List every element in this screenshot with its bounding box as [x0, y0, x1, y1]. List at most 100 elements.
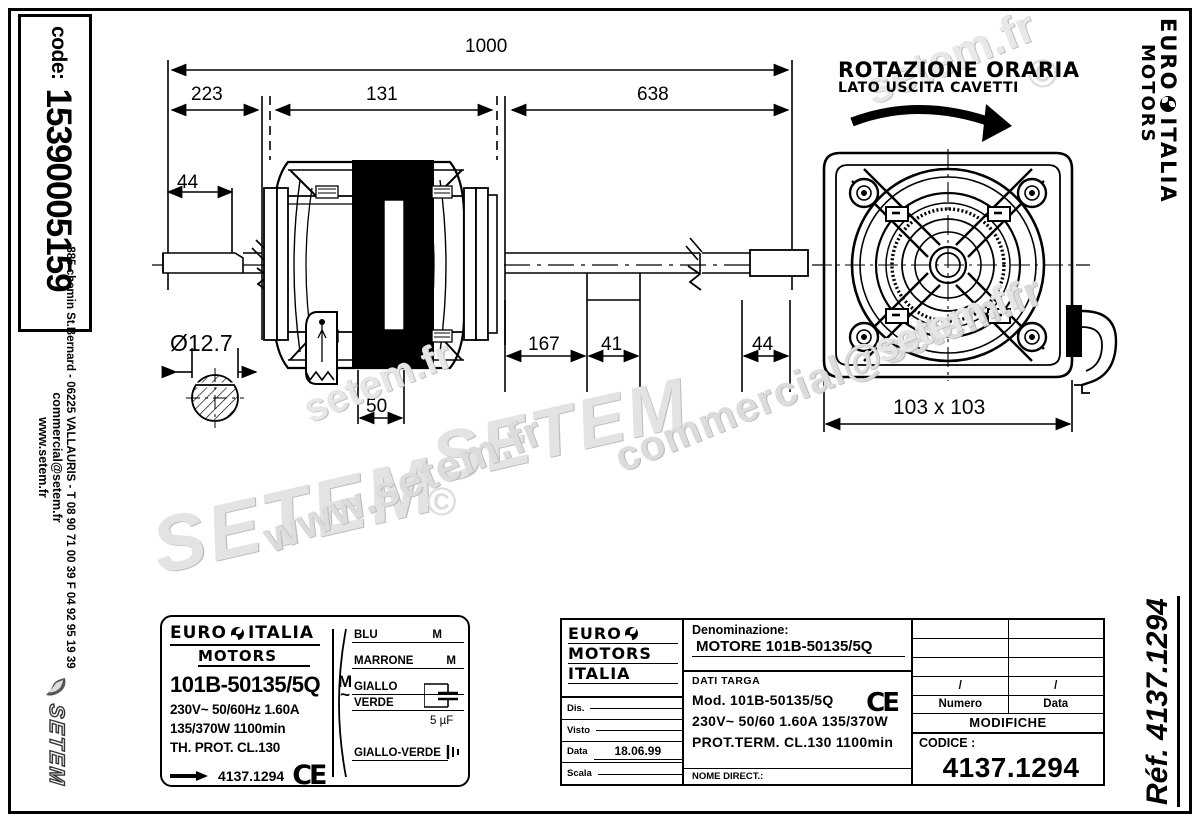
setem-wordmark: SETEM: [44, 702, 68, 788]
capacitor-value: 5 µF: [430, 715, 454, 727]
earth-icon: [446, 745, 459, 759]
nameplate-logo-row1: EURO ITALIA: [170, 623, 320, 646]
title-block-fields: Dis. Visto Data 18.06.99 Scala: [562, 698, 682, 784]
nameplate-left: EURO ITALIA MOTORS 101B-50135/5Q 230V~ 5…: [170, 623, 340, 787]
bird-icon: [46, 677, 66, 696]
field-value[interactable]: 18.06.99: [593, 744, 682, 760]
column-header-numero: Numero: [913, 695, 1009, 713]
fan-icon: [624, 627, 638, 641]
field-label: Visto: [567, 724, 591, 736]
vendor-website: www.setem.fr: [36, 417, 50, 498]
field-visto: Visto: [562, 720, 682, 742]
field-value[interactable]: [590, 707, 682, 710]
field-value[interactable]: [596, 729, 682, 732]
denominazione-value: MOTORE 101B-50135/5Q: [692, 638, 905, 657]
mod-numero: [913, 638, 1009, 657]
capacitor-icon: [424, 683, 458, 708]
ce-mark-icon: CE: [292, 760, 327, 787]
dim-638: 638: [637, 84, 669, 105]
title-block-logo: EURO MOTORS ITALIA: [562, 620, 682, 698]
mod-numero: [913, 620, 1009, 638]
sheet-border: [8, 8, 1192, 814]
mod-numero: /: [913, 676, 1009, 695]
logo-euro: EURO: [1156, 18, 1181, 92]
dim-167: 167: [528, 334, 560, 355]
wire-name: VERDE: [354, 697, 394, 709]
nameplate-model: 101B-50135/5Q: [170, 672, 321, 697]
title-block-logo-column: EURO MOTORS ITALIA Dis. Visto Data 18.06…: [562, 620, 684, 784]
dim-131: 131: [366, 84, 398, 105]
dati-targa-label: DATI TARGA: [692, 675, 761, 687]
dim-50: 50: [366, 396, 388, 417]
field-data: Data 18.06.99: [562, 742, 682, 764]
wiring-diagram: BLU M MARRONE M GIALLO VERDE: [352, 625, 464, 780]
nameplate-power: 135/370W 1100min: [170, 721, 286, 736]
field-value[interactable]: [597, 773, 682, 775]
modifiche-rows: / /: [913, 620, 1103, 696]
motor-nameplate: EURO ITALIA MOTORS 101B-50135/5Q 230V~ 5…: [160, 615, 470, 787]
tb-logo-euro: EURO: [568, 624, 622, 643]
code-box: code: 15390005159: [18, 14, 92, 332]
field-label: Dis.: [567, 702, 585, 714]
field-label: Scala: [567, 768, 592, 780]
tb-logo-italia: ITALIA: [568, 664, 678, 684]
codice-label: CODICE :: [919, 736, 976, 750]
table-row: [913, 657, 1104, 677]
wire-row: MARRONE M: [352, 655, 464, 669]
dim-overall: 1000: [465, 36, 508, 57]
vendor-email: commercial@setem.fr: [50, 392, 64, 523]
wire-name: GIALLO: [354, 681, 398, 693]
rotation-note: ROTAZIONE ORARIA LATO USCITA CAVETTI: [838, 58, 1080, 96]
wire-row: GIALLO: [352, 681, 464, 695]
codice-value: 4137.1294: [942, 752, 1080, 783]
wire-row: VERDE: [352, 697, 464, 711]
dim-44-right: 44: [752, 334, 774, 355]
field-dis: Dis.: [562, 698, 682, 720]
title-block-main: Denominazione: MOTORE 101B-50135/5Q DATI…: [684, 620, 913, 784]
dim-shaft-diameter: Ø12.7: [170, 330, 233, 356]
nameplate-electrical: 230V~ 50/60Hz 1.60A: [170, 702, 300, 717]
table-row: [913, 620, 1103, 639]
reference-number-block: Réf. 4137.1294: [1130, 545, 1190, 807]
mod-data: [1009, 620, 1104, 638]
tb-logo-euro-row: EURO: [568, 624, 678, 644]
dati-targa-section: DATI TARGA Mod. 101B-50135/5Q 230V~ 50/6…: [684, 672, 911, 768]
table-row: [913, 638, 1104, 658]
nameplate-protection: TH. PROT. CL.130: [170, 740, 281, 755]
field-scala: Scala: [562, 763, 682, 784]
title-block: EURO MOTORS ITALIA Dis. Visto Data 18.06…: [560, 618, 1105, 786]
mod-data: [1009, 639, 1104, 657]
tb-logo-motors: MOTORS: [568, 644, 678, 664]
denominazione-section: Denominazione: MOTORE 101B-50135/5Q: [684, 620, 911, 672]
mod-data: [1009, 658, 1104, 676]
denominazione-label: Denominazione:: [692, 623, 789, 637]
vendor-contact-block: SETEM 885 chemin St.Bernard - 06225 VALL…: [14, 246, 98, 790]
motor-symbol-ac: ~: [340, 685, 351, 704]
wire-row: BLU M: [352, 629, 464, 643]
manufacturer-logo-vertical: EURO ITALIA MOTORS: [1128, 18, 1190, 348]
dati-row-electrical: 230V~ 50/60 1.60A 135/370W: [692, 713, 889, 729]
wire-terminal: M: [446, 655, 456, 667]
earth-wire-row: GIALLO-VERDE: [352, 747, 448, 761]
winding-bracket-icon: [332, 628, 347, 778]
modifiche-title: MODIFICHE: [913, 714, 1103, 734]
dim-face-size: 103 x 103: [893, 396, 986, 419]
logo-motors: MOTORS: [1137, 44, 1159, 144]
dim-223: 223: [191, 84, 223, 105]
ce-mark-icon: CE: [866, 688, 900, 718]
modifiche-section: / / Numero Data MODIFICHE CODICE : 4137.…: [913, 620, 1103, 784]
code-label: code:: [47, 26, 70, 80]
nome-direct-label: NOME DIRECT.:: [684, 768, 911, 784]
dim-41: 41: [601, 334, 623, 355]
nameplate-logo-italia: ITALIA: [247, 623, 315, 643]
fan-icon: [1160, 96, 1177, 113]
dati-row-protection: PROT.TERM. CL.130 1100min: [692, 734, 894, 750]
reference-number: Réf. 4137.1294: [1140, 596, 1180, 807]
motor-symbol-m: M: [338, 672, 353, 691]
nameplate-logo-motors: MOTORS: [198, 647, 310, 667]
fan-icon: [230, 626, 244, 641]
rotation-note-line2: LATO USCITA CAVETTI: [838, 80, 1019, 96]
wire-name: MARRONE: [354, 655, 414, 667]
